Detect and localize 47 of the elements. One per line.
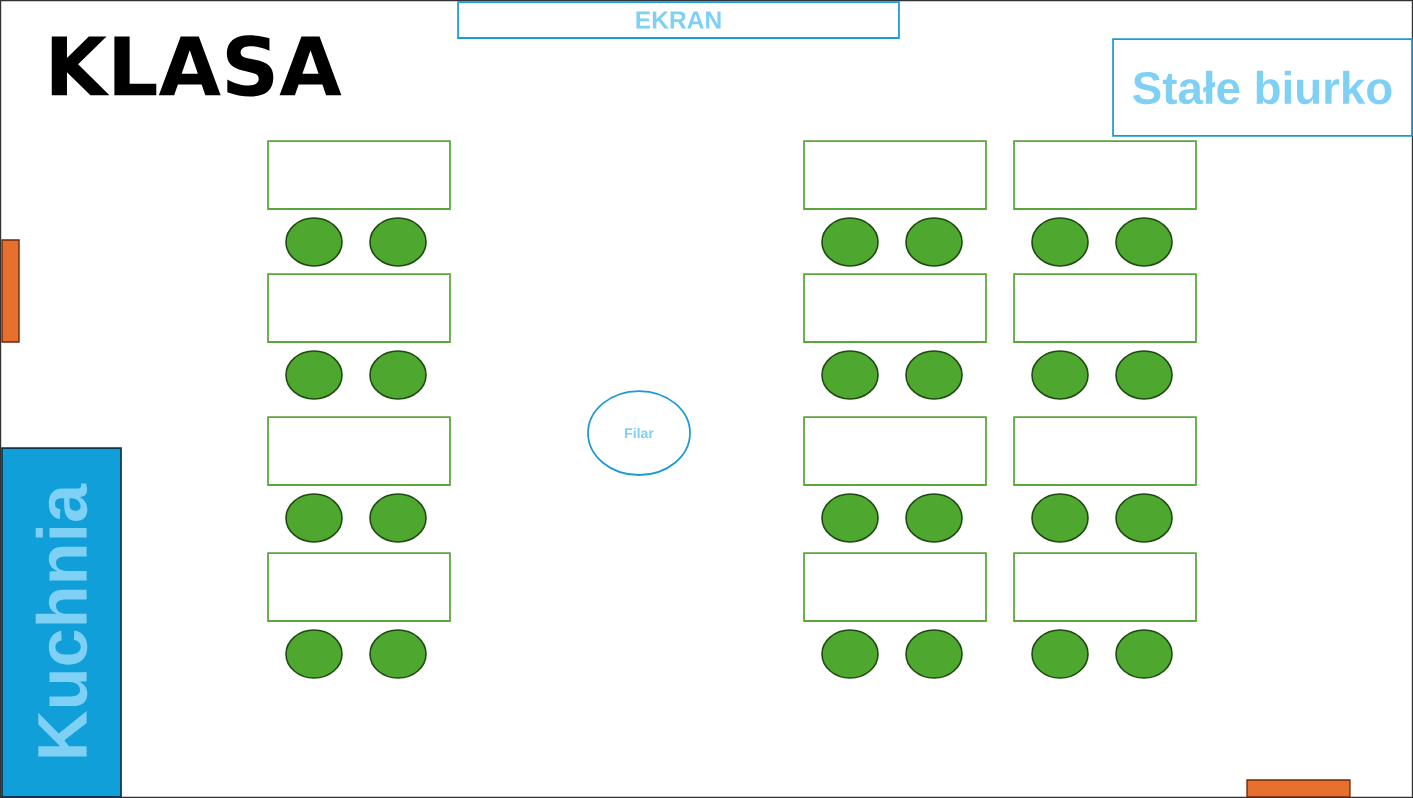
chair-circle	[369, 629, 427, 679]
chair-circle	[905, 217, 963, 267]
chair-circle	[1115, 217, 1173, 267]
desk-box	[803, 416, 987, 486]
pillar-circle	[587, 390, 691, 476]
desk-box	[267, 140, 451, 210]
chair-circle	[285, 217, 343, 267]
desk-box	[803, 273, 987, 343]
door-bar	[1, 239, 20, 343]
fixed-desk-box	[1112, 38, 1413, 137]
screen-label: EKRAN	[636, 11, 721, 29]
chair-circle	[821, 629, 879, 679]
chair-circle	[369, 350, 427, 400]
chair-circle	[1031, 217, 1089, 267]
kitchen-label: Kuchnia	[35, 483, 88, 757]
chair-circle	[285, 493, 343, 543]
title: KLASA	[51, 35, 342, 97]
kitchen-box	[1, 447, 122, 798]
desk-box	[267, 416, 451, 486]
chair-circle	[369, 493, 427, 543]
chair-circle	[285, 629, 343, 679]
chair-circle	[905, 629, 963, 679]
desk-box	[1013, 273, 1197, 343]
fixed-label: Stałe biurko	[1133, 70, 1392, 105]
desk-box	[1013, 552, 1197, 622]
desk-box	[1013, 416, 1197, 486]
desk-box	[267, 273, 451, 343]
chair-circle	[1115, 629, 1173, 679]
chair-circle	[1115, 493, 1173, 543]
chair-circle	[1031, 493, 1089, 543]
desk-box	[803, 140, 987, 210]
chair-circle	[285, 350, 343, 400]
chair-circle	[821, 493, 879, 543]
desk-box	[1013, 140, 1197, 210]
chair-circle	[1031, 350, 1089, 400]
door-bar	[1246, 779, 1351, 798]
chair-circle	[1031, 629, 1089, 679]
chair-circle	[369, 217, 427, 267]
chair-circle	[821, 350, 879, 400]
pillar-label: Filar	[625, 427, 654, 439]
chair-circle	[821, 217, 879, 267]
desk-box	[803, 552, 987, 622]
screen-box	[457, 1, 900, 39]
chair-circle	[1115, 350, 1173, 400]
chair-circle	[905, 493, 963, 543]
chair-circle	[905, 350, 963, 400]
desk-box	[267, 552, 451, 622]
